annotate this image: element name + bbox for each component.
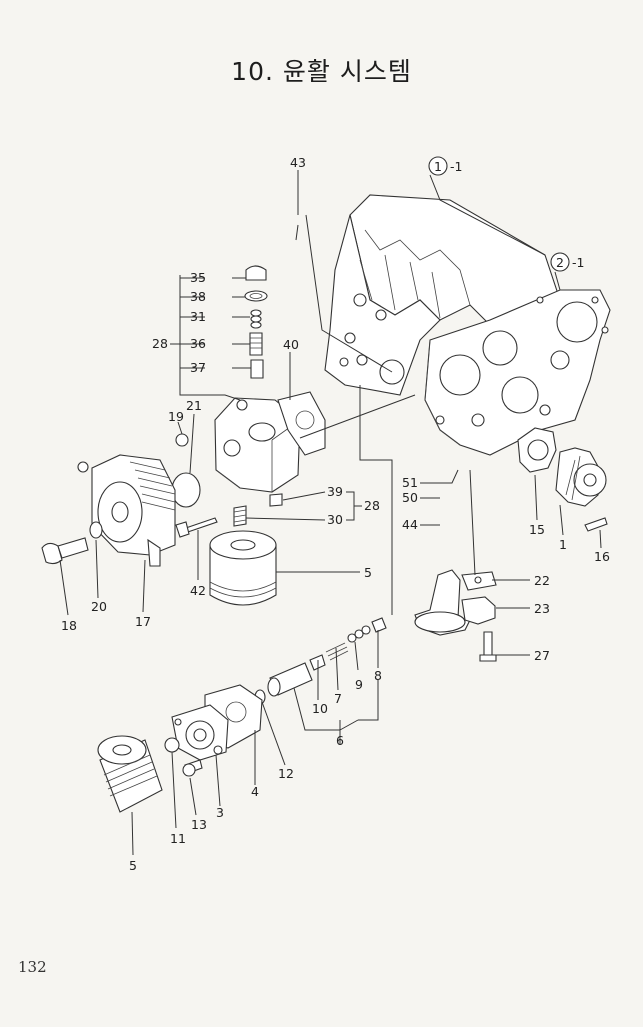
callout-8: 8 <box>374 668 382 683</box>
callout-17: 17 <box>135 614 151 629</box>
callout-1-1-suffix: -1 <box>450 159 462 174</box>
callout-23: 23 <box>534 601 550 616</box>
callout-20: 20 <box>91 599 107 614</box>
callout-1-1-circle: 1 <box>434 159 442 174</box>
page-number: 132 <box>18 958 47 976</box>
callout-28-left: 28 <box>152 336 168 351</box>
filter-head-assembly <box>171 265 326 527</box>
callout-50: 50 <box>402 490 418 505</box>
callout-30: 30 <box>327 512 343 527</box>
callout-36: 36 <box>190 336 206 351</box>
callout-38: 38 <box>190 289 206 304</box>
relief-valve-parts <box>254 617 387 705</box>
callout-21: 21 <box>186 398 202 413</box>
callout-7: 7 <box>334 691 342 706</box>
callout-2-1-circle: 2 <box>556 255 564 270</box>
engine-block <box>324 194 611 456</box>
oil-pump-assembly <box>517 427 608 532</box>
callout-12: 12 <box>278 766 294 781</box>
oil-filter-lower <box>97 735 163 813</box>
callout-labels: 43 1 -1 2 -1 35 38 31 28 36 37 40 19 21 … <box>61 155 610 873</box>
callout-35: 35 <box>190 270 206 285</box>
callout-2-1-suffix: -1 <box>572 255 584 270</box>
callout-15: 15 <box>529 522 545 537</box>
callout-5-upper: 5 <box>364 565 372 580</box>
page-title: 10. 윤활 시스템 <box>231 57 412 86</box>
callout-13: 13 <box>191 817 207 832</box>
callout-1: 1 <box>559 537 567 552</box>
circled-ref-2 <box>550 252 570 272</box>
callout-44: 44 <box>402 517 418 532</box>
callout-51: 51 <box>402 475 418 490</box>
callout-18: 18 <box>61 618 77 633</box>
callout-22: 22 <box>534 573 550 588</box>
callout-42: 42 <box>190 583 206 598</box>
callout-6: 6 <box>336 733 344 748</box>
callout-27: 27 <box>534 648 550 663</box>
filter-base-plate <box>164 684 263 777</box>
callout-43: 43 <box>290 155 306 170</box>
callout-40: 40 <box>283 337 299 352</box>
callout-28-right: 28 <box>364 498 380 513</box>
callout-39: 39 <box>327 484 343 499</box>
oil-strainer <box>414 569 497 662</box>
callout-9: 9 <box>355 677 363 692</box>
callout-3: 3 <box>216 805 224 820</box>
circled-ref-1 <box>428 156 448 176</box>
oil-cooler <box>41 454 218 567</box>
oil-filter-upper <box>209 530 277 606</box>
callout-16: 16 <box>594 549 610 564</box>
callout-37: 37 <box>190 360 206 375</box>
callout-11: 11 <box>170 831 186 846</box>
callout-31: 31 <box>190 309 206 324</box>
callout-4: 4 <box>251 784 259 799</box>
callout-5-lower: 5 <box>129 858 137 873</box>
leader-lines <box>59 170 602 856</box>
callout-19: 19 <box>168 409 184 424</box>
callout-10: 10 <box>312 701 328 716</box>
